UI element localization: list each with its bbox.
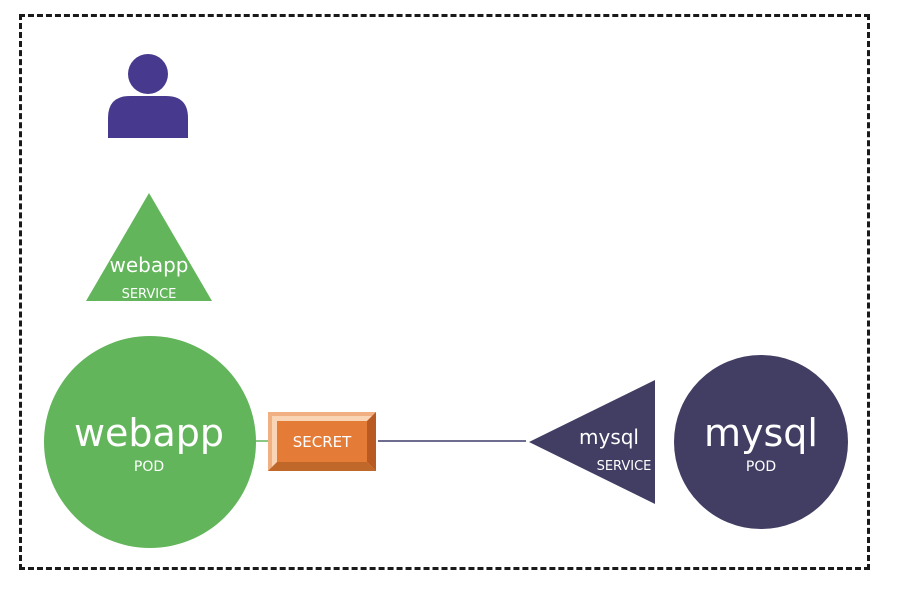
user-icon xyxy=(108,54,188,138)
mysql-pod-type: POD xyxy=(746,459,776,475)
mysql-pod-circle xyxy=(674,355,848,529)
mysql-service-type: SERVICE xyxy=(597,459,652,474)
webapp-pod[interactable]: webapp POD xyxy=(44,336,256,548)
mysql-service-name: mysql xyxy=(579,425,639,449)
mysql-pod[interactable]: mysql POD xyxy=(674,355,848,529)
secret-box[interactable]: SECRET xyxy=(268,412,376,471)
webapp-service-type: SERVICE xyxy=(122,287,177,302)
webapp-service-triangle xyxy=(86,193,212,301)
webapp-pod-circle xyxy=(44,336,256,548)
secret-face xyxy=(277,421,367,462)
webapp-service[interactable]: webapp SERVICE xyxy=(86,193,212,302)
secret-bevel-right xyxy=(367,412,376,471)
mysql-service-triangle xyxy=(529,380,655,504)
webapp-pod-type: POD xyxy=(134,459,164,475)
secret-bevel-bottom xyxy=(268,462,376,471)
webapp-service-name: webapp xyxy=(109,253,188,277)
mysql-pod-name: mysql xyxy=(704,411,818,455)
boundary-frame xyxy=(19,14,870,570)
mysql-service[interactable]: mysql SERVICE xyxy=(529,380,655,504)
webapp-pod-name: webapp xyxy=(74,411,224,455)
secret-label: SECRET xyxy=(293,433,352,451)
